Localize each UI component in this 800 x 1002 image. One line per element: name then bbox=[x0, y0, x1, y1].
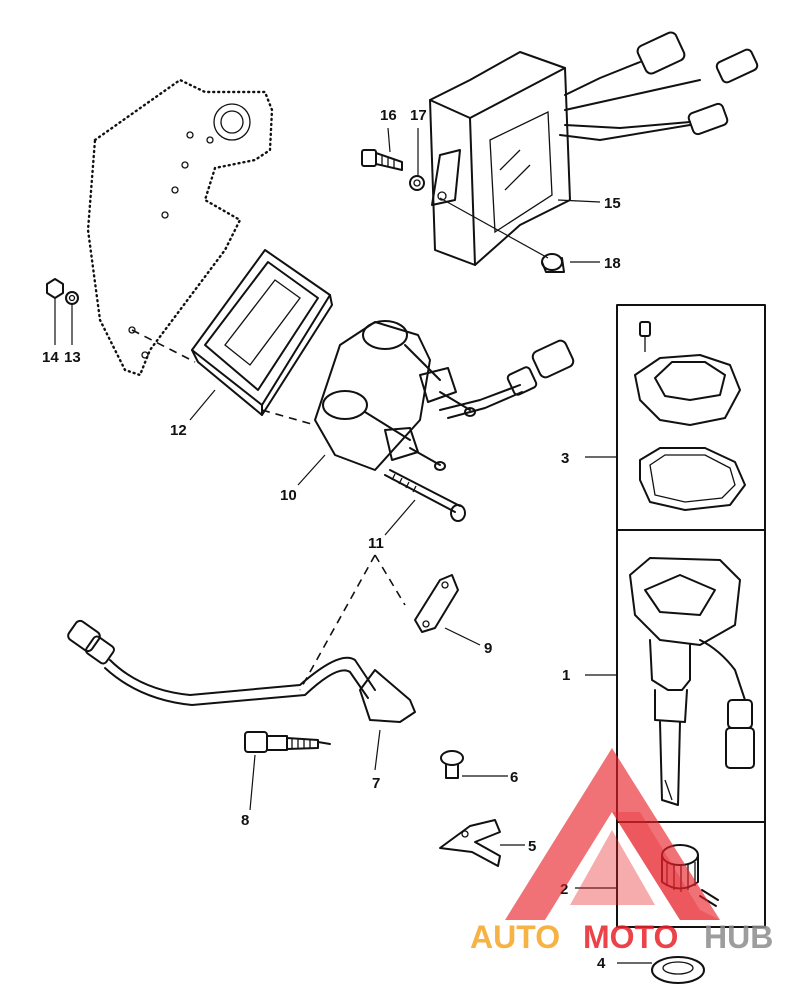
ignition-coil-10 bbox=[314, 320, 575, 471]
label-part-13: 13 bbox=[64, 349, 81, 366]
retainer-5 bbox=[439, 819, 501, 867]
automotohub-watermark: AUTO MOTO HUB bbox=[470, 748, 773, 955]
distributor-1 bbox=[629, 557, 755, 806]
spacer-18 bbox=[541, 253, 565, 273]
label-part-9: 9 bbox=[484, 640, 492, 657]
label-part-6: 6 bbox=[510, 769, 518, 786]
bolt-11 bbox=[384, 469, 466, 522]
label-part-17: 17 bbox=[410, 107, 427, 124]
label-part-14: 14 bbox=[42, 349, 59, 366]
label-part-10: 10 bbox=[280, 487, 297, 504]
label-part-1: 1 bbox=[562, 667, 570, 684]
watermark-hub: HUB bbox=[704, 919, 773, 955]
label-part-2: 2 bbox=[560, 881, 568, 898]
label-part-16: 16 bbox=[380, 107, 397, 124]
nut-14 bbox=[46, 278, 64, 299]
watermark-inner-triangle bbox=[570, 830, 655, 905]
label-part-15: 15 bbox=[604, 195, 621, 212]
watermark-moto: MOTO bbox=[583, 919, 678, 955]
mounting-plate bbox=[86, 78, 274, 377]
label-part-4: 4 bbox=[597, 955, 606, 972]
coil-gasket-12 bbox=[191, 249, 333, 416]
label-part-18: 18 bbox=[604, 255, 621, 272]
leader-lines bbox=[54, 127, 652, 964]
label-part-5: 5 bbox=[528, 838, 536, 855]
watermark-triangle-logo bbox=[505, 748, 720, 920]
clip-9 bbox=[414, 574, 459, 633]
distributor-cap-3 bbox=[634, 321, 746, 511]
washer-4 bbox=[651, 956, 705, 984]
label-part-3: 3 bbox=[561, 450, 569, 467]
part-labels: 1 2 3 4 5 6 7 8 9 10 11 12 13 14 15 16 1… bbox=[42, 107, 621, 972]
label-part-7: 7 bbox=[372, 775, 380, 792]
label-part-12: 12 bbox=[170, 422, 187, 439]
label-part-8: 8 bbox=[241, 812, 249, 829]
label-part-11: 11 bbox=[368, 535, 384, 552]
washer-17 bbox=[409, 175, 425, 191]
ignition-module bbox=[429, 31, 759, 266]
watermark-auto: AUTO bbox=[470, 919, 560, 955]
bolt-16 bbox=[361, 149, 403, 171]
spark-plug-wire-7 bbox=[67, 619, 416, 723]
screw-6 bbox=[440, 750, 464, 779]
washer-13 bbox=[65, 291, 79, 305]
spark-plug-8 bbox=[244, 731, 331, 753]
